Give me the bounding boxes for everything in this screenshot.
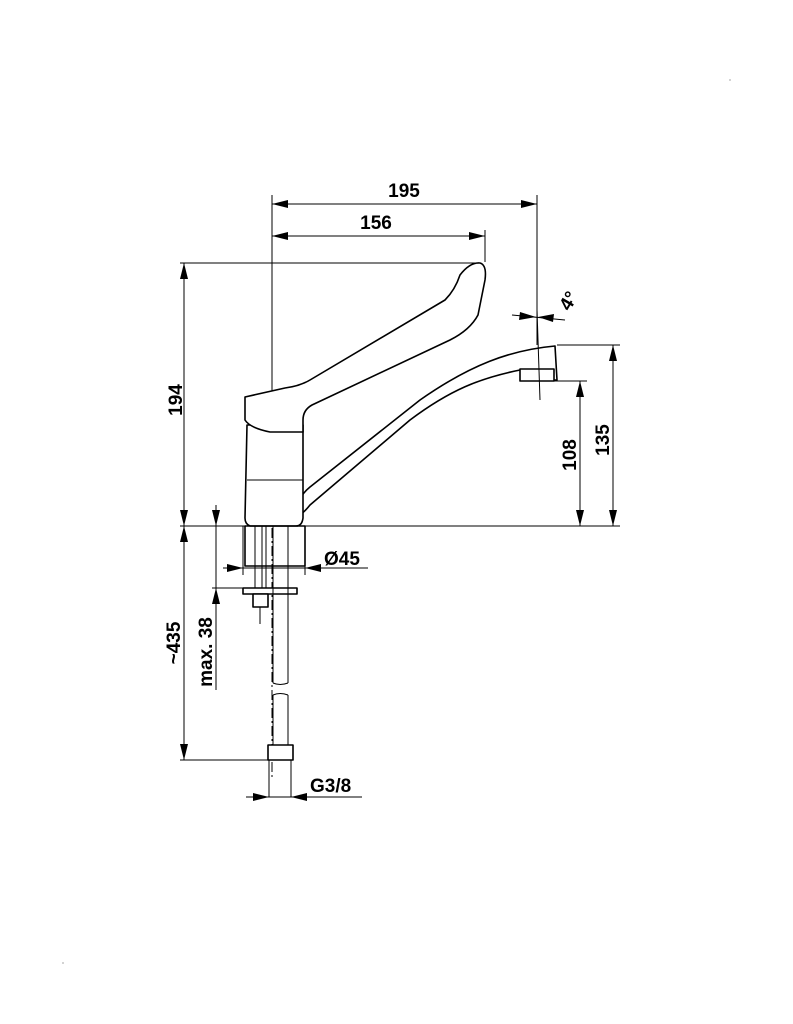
dim-connection-thread: G3/8 — [246, 776, 362, 801]
dim-hose-length: ~435 — [164, 526, 270, 761]
svg-text:~435: ~435 — [164, 621, 185, 664]
speck — [729, 79, 731, 81]
speck — [62, 962, 64, 964]
dim-lever-reach: 156 — [272, 213, 486, 262]
dim-max-thickness: max. 38 — [196, 505, 243, 690]
svg-text:194: 194 — [166, 384, 187, 416]
svg-text:max. 38: max. 38 — [196, 617, 217, 687]
svg-text:G3/8: G3/8 — [310, 776, 351, 797]
svg-text:156: 156 — [360, 213, 392, 234]
svg-text:135: 135 — [593, 424, 614, 456]
column — [244, 424, 304, 527]
svg-text:108: 108 — [560, 439, 581, 471]
faucet-body — [244, 262, 558, 527]
svg-text:Ø45: Ø45 — [324, 549, 360, 570]
dim-base-diameter: Ø45 — [223, 526, 368, 575]
dim-total-height: 194 — [166, 262, 620, 527]
svg-text:195: 195 — [388, 181, 420, 202]
svg-text:4°: 4° — [556, 288, 583, 314]
dim-spout-height: 135 — [557, 344, 620, 526]
lever-handle — [244, 262, 487, 433]
dim-spout-angle: 4° — [511, 288, 583, 401]
aerator — [519, 368, 555, 382]
dim-outlet-height: 108 — [540, 380, 587, 526]
mounting-assembly — [242, 525, 306, 797]
